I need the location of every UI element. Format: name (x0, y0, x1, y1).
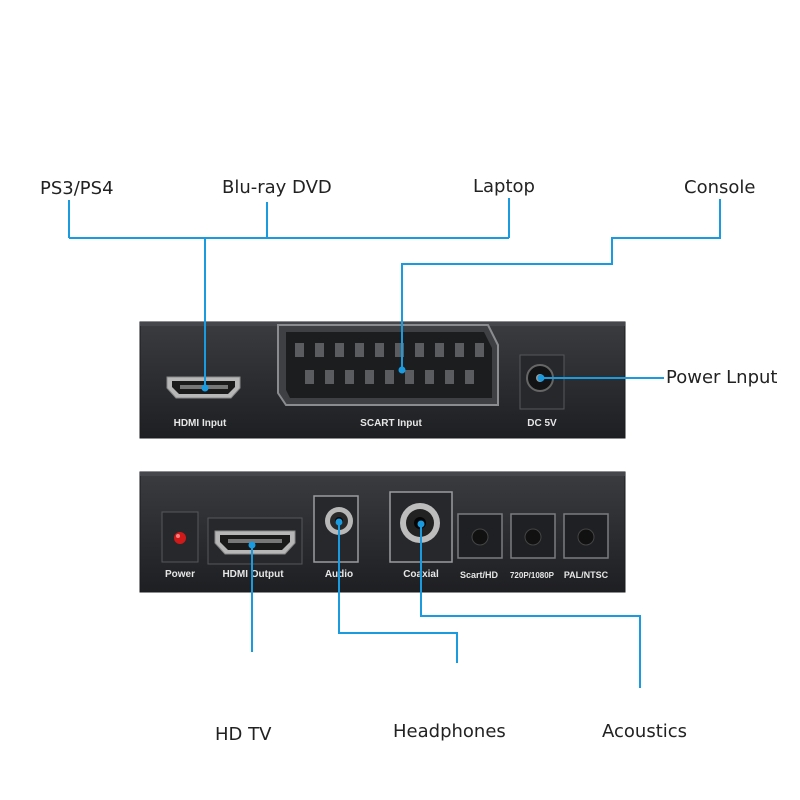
audio-jack (313, 495, 359, 563)
label-hd-tv: HD TV (215, 724, 272, 745)
label-console: Console (684, 177, 756, 198)
scart-hd-label: Scart/HD (460, 570, 499, 580)
scart-hd-button[interactable] (457, 513, 503, 559)
pal-ntsc-label: PAL/NTSC (564, 570, 609, 580)
power-label: Power (165, 569, 195, 580)
scart-input-port (277, 324, 499, 406)
line-headphones (338, 522, 458, 663)
line-console-scart (401, 199, 721, 370)
hdmi-input-label: HDMI Input (174, 418, 227, 429)
callout-lines (68, 198, 721, 688)
label-bluray-dvd: Blu-ray DVD (222, 177, 332, 198)
label-headphones: Headphones (393, 721, 506, 742)
hdmi-output-label: HDMI Output (222, 569, 284, 580)
callout-dots (201, 366, 545, 549)
pal-ntsc-button[interactable] (563, 513, 609, 559)
label-power-input: Power Lnput (666, 367, 778, 388)
power-led (161, 511, 199, 563)
label-ps3-ps4: PS3/PS4 (40, 178, 114, 199)
resolution-label: 720P/1080P (510, 571, 555, 580)
scart-input-label: SCART Input (360, 418, 422, 429)
resolution-button[interactable] (510, 513, 556, 559)
scart-pins (295, 343, 484, 384)
output-panel: Power HDMI Output Audio Coaxial (139, 471, 626, 593)
line-acoustics (420, 524, 641, 688)
label-laptop: Laptop (473, 176, 535, 197)
dc-5v-label: DC 5V (527, 418, 557, 429)
dc-power-jack (519, 354, 565, 410)
hdmi-output-port (207, 517, 303, 565)
input-panel: HDMI Input SCART Input DC 5V (139, 321, 626, 439)
label-acoustics: Acoustics (602, 721, 688, 742)
